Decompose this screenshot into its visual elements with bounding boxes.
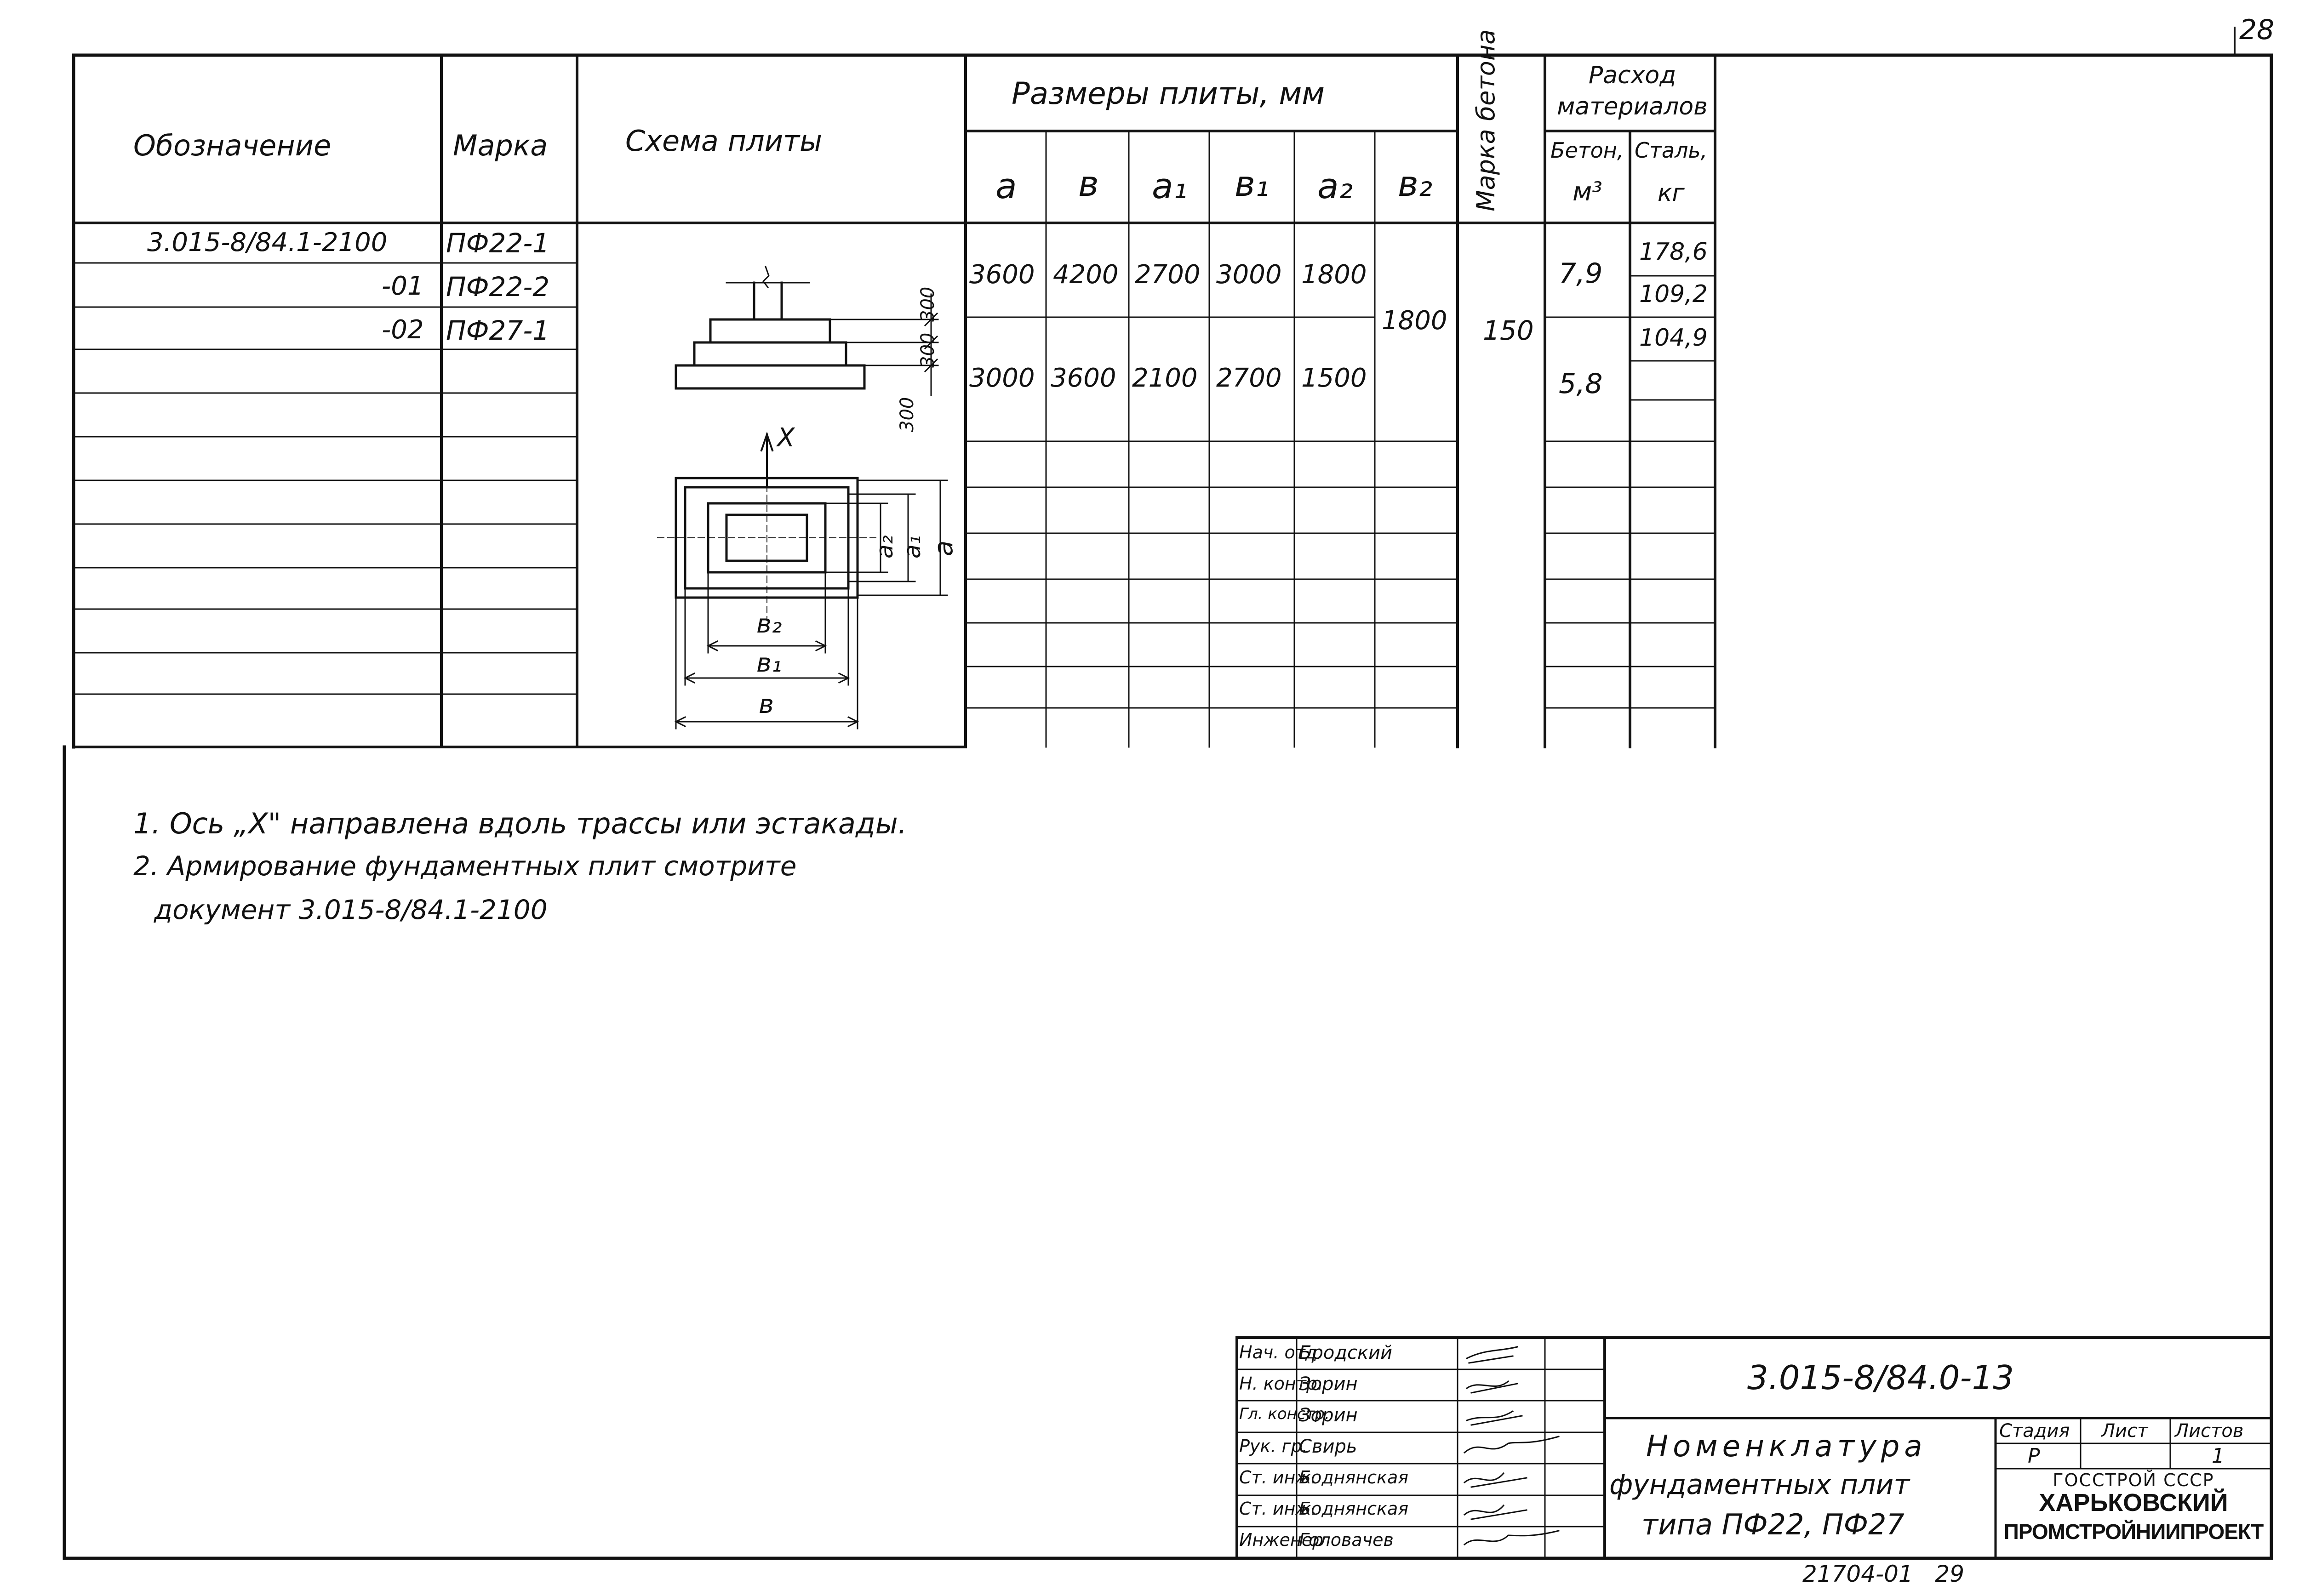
org-line-2: ХАРЬКОВСКИЙ <box>2039 1489 2228 1516</box>
dim-300-bottom: 300 <box>897 397 918 432</box>
title-line-2: фундаментных плит <box>1609 1469 1910 1501</box>
note-1: 1. Ось „X" направлена вдоль трассы или э… <box>133 807 907 840</box>
slab-elevation <box>675 266 939 396</box>
title-block-grid <box>1235 1336 2273 1560</box>
header-dim-a: a <box>995 165 1017 206</box>
steel-row2: 109,2 <box>1639 280 1708 308</box>
header-mark: Марка <box>453 129 548 162</box>
name-5: Боднянская <box>1299 1467 1409 1488</box>
group2-a2: 1500 <box>1301 363 1367 393</box>
dim-300-top: 300 <box>917 286 938 322</box>
org-line-3: ПРОМСТРОЙНИИПРОЕКТ <box>2003 1520 2264 1544</box>
slab-plan <box>657 431 948 730</box>
sheets-value: 1 <box>2212 1444 2225 1468</box>
title-line-3: типа ПФ22, ПФ27 <box>1641 1508 1904 1541</box>
name-7: Головачев <box>1299 1530 1394 1550</box>
role-7: Инженер <box>1239 1530 1324 1550</box>
label-a1: a₁ <box>899 535 926 559</box>
dim-300-mid: 300 <box>917 332 938 368</box>
header-dim-b2: в₂ <box>1398 163 1433 204</box>
name-1: Бродский <box>1299 1342 1393 1363</box>
group2-a: 3000 <box>969 363 1035 393</box>
b2-shared: 1800 <box>1382 306 1447 336</box>
header-concrete-grade: Марка бетона <box>1471 29 1500 211</box>
stage-value: Р <box>2028 1444 2040 1468</box>
group2-b1: 2700 <box>1216 363 1282 393</box>
label-b1: в₁ <box>756 648 782 678</box>
header-scheme: Схема плиты <box>625 124 823 158</box>
label-b2: в₂ <box>756 609 782 639</box>
row2-mark: ПФ22-2 <box>446 271 550 302</box>
role-1: Нач. отд. <box>1239 1342 1323 1362</box>
title-line-1: Номенклатура <box>1646 1430 1927 1464</box>
header-dims-group: Размеры плиты, мм <box>1012 76 1325 111</box>
role-6: Ст. инж. <box>1239 1499 1317 1519</box>
role-2: Н. контр. <box>1239 1374 1323 1394</box>
row3-mark: ПФ27-1 <box>446 315 550 346</box>
group1-b1: 3000 <box>1216 260 1282 290</box>
concrete-group2: 5,8 <box>1559 368 1603 400</box>
header-dim-b: в <box>1078 163 1099 204</box>
name-4: Свирь <box>1299 1436 1357 1457</box>
header-materials-group: Расход материалов <box>1557 62 1708 120</box>
group1-b: 4200 <box>1053 260 1119 290</box>
role-4: Рук. гр. <box>1239 1436 1308 1456</box>
header-concrete-unit: м³ <box>1573 177 1602 207</box>
header-steel: Сталь, <box>1635 138 1708 163</box>
name-6: Боднянская <box>1299 1499 1409 1519</box>
label-a: a <box>929 540 959 556</box>
grade-shared: 150 <box>1483 315 1534 346</box>
axis-x-label: X <box>777 423 795 453</box>
header-dim-b1: в₁ <box>1235 163 1270 204</box>
table-grid <box>72 54 1716 748</box>
outer-frame <box>63 53 2273 1560</box>
group1-a1: 2700 <box>1135 260 1201 290</box>
row2-designation: -01 <box>382 271 424 301</box>
header-dim-a2: a₂ <box>1317 165 1353 206</box>
concrete-group1: 7,9 <box>1559 257 1603 290</box>
name-2: Зорин <box>1299 1374 1358 1395</box>
row1-designation: 3.015-8/84.1-2100 <box>147 228 388 257</box>
name-3: Зорин <box>1299 1405 1358 1426</box>
steel-row3: 104,9 <box>1639 324 1708 352</box>
row3-designation: -02 <box>382 315 424 345</box>
archive-number: 21704-01 29 <box>1802 1561 1965 1587</box>
label-b: в <box>759 690 774 719</box>
sheet-label: Лист <box>2101 1420 2148 1442</box>
group1-a2: 1800 <box>1301 260 1367 290</box>
stage-label: Стадия <box>1999 1420 2070 1442</box>
role-5: Ст. инж. <box>1239 1467 1317 1488</box>
signatures <box>1463 1346 1560 1546</box>
steel-row1: 178,6 <box>1639 238 1708 266</box>
sheets-label: Листов <box>2175 1420 2244 1442</box>
note-2-cont: документ 3.015-8/84.1-2100 <box>154 894 548 925</box>
group1-a: 3600 <box>969 260 1035 290</box>
row1-mark: ПФ22-1 <box>446 228 550 259</box>
header-dim-a1: a₁ <box>1152 165 1188 206</box>
group2-b: 3600 <box>1051 363 1116 393</box>
label-a2: a₂ <box>871 535 898 559</box>
doc-code: 3.015-8/84.0-13 <box>1747 1358 2014 1397</box>
role-3: Гл. констр. <box>1239 1405 1330 1423</box>
org-line-1: ГОССТРОЙ СССР <box>2053 1470 2214 1490</box>
page-number: 28 <box>2239 14 2275 46</box>
header-designation: Обозначение <box>133 129 332 162</box>
header-steel-unit: кг <box>1658 179 1685 207</box>
header-concrete: Бетон, <box>1550 138 1624 163</box>
note-2: 2. Армирование фундаментных плит смотрит… <box>133 850 797 882</box>
group2-a1: 2100 <box>1132 363 1198 393</box>
